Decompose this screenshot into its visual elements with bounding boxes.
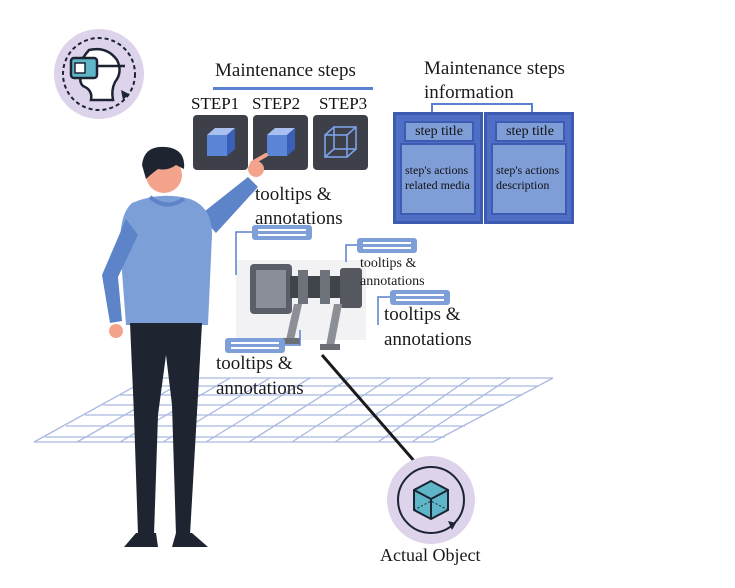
steps-header-underline xyxy=(213,87,373,90)
solid-cube-icon xyxy=(207,128,235,156)
tooltip-label-1: tooltips & annotations xyxy=(255,183,343,231)
step-label-1: STEP1 xyxy=(191,94,240,113)
tooltip-label-2: tooltips & annotations xyxy=(360,255,425,291)
vr-headset-icon xyxy=(53,28,145,120)
tooltip-label-2-line2: annotations xyxy=(360,274,425,289)
info-panel-left-line2: related media xyxy=(405,178,470,192)
info-panel-left-body: step's actions related media xyxy=(400,143,476,215)
tooltip-box-3[interactable] xyxy=(390,290,450,305)
actual-object-label: Actual Object xyxy=(380,545,481,565)
info-panel-left: step title step's actions related media xyxy=(393,112,483,224)
info-panel-right: step title step's actions description xyxy=(484,112,574,224)
info-panel-left-line1: step's actions xyxy=(405,163,469,177)
step-tile-1[interactable] xyxy=(193,115,248,170)
tooltip-box-1[interactable] xyxy=(252,225,312,240)
solid-cube-icon xyxy=(267,128,295,156)
info-panel-right-body: step's actions description xyxy=(491,143,567,215)
tooltip-box-4[interactable] xyxy=(225,338,285,353)
step-tile-3[interactable] xyxy=(313,115,368,170)
tooltip-label-2-line1: tooltips & xyxy=(360,256,417,271)
tooltip-label-4-line2: annotations xyxy=(216,378,304,399)
info-panel-right-line1: step's actions xyxy=(496,163,560,177)
steps-header: Maintenance steps xyxy=(215,60,356,81)
info-panel-left-title: step title xyxy=(404,121,474,142)
tooltip-label-4-line1: tooltips & xyxy=(216,353,293,374)
wireframe-cube-icon xyxy=(324,126,357,158)
step-label-3: STEP3 xyxy=(319,94,368,113)
info-header-line2: information xyxy=(424,82,514,103)
tooltip-label-4: tooltips & annotations xyxy=(216,351,304,401)
tooltip-box-2[interactable] xyxy=(357,238,417,253)
tooltip-label-3-line1: tooltips & xyxy=(384,304,461,325)
info-panel-right-title: step title xyxy=(495,121,565,142)
person-illustration xyxy=(102,146,268,547)
step-tile-2[interactable] xyxy=(253,115,308,170)
info-bracket xyxy=(431,103,533,113)
cube-cycle-icon xyxy=(386,455,476,545)
tooltip-label-3: tooltips & annotations xyxy=(384,302,472,352)
info-panel-right-line2: description xyxy=(496,178,550,192)
tooltip-label-1-line1: tooltips & xyxy=(255,184,332,205)
step-label-2: STEP2 xyxy=(252,94,301,113)
tooltip-label-1-line2: annotations xyxy=(255,208,343,229)
info-header-line1: Maintenance steps xyxy=(424,58,565,79)
tooltip-label-3-line2: annotations xyxy=(384,329,472,350)
machine-illustration xyxy=(236,260,366,350)
